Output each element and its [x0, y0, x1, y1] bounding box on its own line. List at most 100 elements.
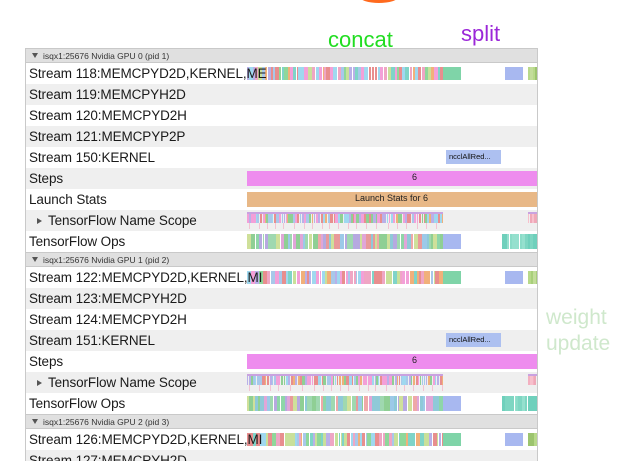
trace-event-block[interactable] [371, 271, 375, 284]
trace-event-block[interactable] [258, 67, 262, 80]
trace-event-block[interactable] [435, 214, 438, 223]
trace-event-block[interactable] [308, 271, 312, 284]
trace-event-block[interactable] [347, 271, 350, 284]
trace-event-block[interactable] [402, 376, 404, 385]
trace-event-block[interactable] [302, 376, 305, 385]
trace-event-block[interactable] [362, 376, 365, 385]
trace-event-block[interactable] [413, 271, 417, 284]
trace-event-block[interactable] [371, 433, 375, 446]
trace-event-block[interactable] [353, 433, 356, 446]
trace-event-block[interactable] [268, 234, 272, 249]
trace-event-block[interactable] [418, 271, 422, 284]
trace-event-block[interactable] [274, 271, 279, 284]
trace-event-block[interactable] [373, 214, 376, 223]
trace-event-block[interactable] [290, 376, 294, 385]
trace-event-block[interactable] [295, 214, 297, 223]
trace-event-block[interactable] [519, 234, 523, 249]
trace-event-block[interactable] [374, 271, 378, 284]
trace-event-block[interactable] [355, 271, 358, 284]
concat-event-block[interactable] [443, 67, 461, 80]
nccl-allreduce-event-block[interactable]: ncclAllRed... [446, 150, 501, 164]
timeline-track[interactable] [247, 429, 537, 450]
trace-event-block[interactable] [282, 271, 286, 284]
split-event-block[interactable] [505, 433, 523, 446]
trace-event-block[interactable] [398, 214, 400, 223]
trace-event-block[interactable] [259, 271, 263, 284]
trace-event-block[interactable] [308, 234, 313, 249]
trace-event-block[interactable] [276, 376, 279, 385]
trace-event-block[interactable] [275, 234, 281, 249]
trace-event-block[interactable] [425, 396, 430, 411]
trace-event-block[interactable] [296, 271, 301, 284]
timeline-track[interactable] [247, 84, 537, 105]
trace-event-block[interactable] [288, 433, 291, 446]
trace-event-block[interactable] [381, 376, 384, 385]
trace-event-block[interactable] [311, 271, 316, 284]
trace-event-block[interactable] [433, 214, 436, 223]
trace-event-block[interactable] [271, 376, 274, 385]
trace-event-block[interactable] [346, 396, 352, 411]
trace-event-block[interactable] [352, 67, 355, 80]
trace-event-block[interactable] [533, 433, 537, 446]
trace-event-block[interactable] [252, 396, 256, 411]
timeline-row[interactable]: TensorFlow Name Scope [26, 210, 537, 231]
trace-event-block[interactable] [352, 214, 354, 223]
trace-event-block[interactable] [353, 376, 356, 385]
trace-event-block[interactable] [317, 214, 321, 223]
trace-event-block[interactable] [520, 396, 522, 411]
trace-event-block[interactable] [273, 214, 277, 223]
trace-event-block[interactable] [255, 67, 259, 80]
trace-event-block[interactable] [403, 396, 408, 411]
trace-event-block[interactable] [530, 376, 533, 385]
timeline-track[interactable] [247, 267, 537, 288]
trace-event-block[interactable] [511, 396, 515, 411]
trace-event-block[interactable] [532, 67, 535, 80]
trace-event-block[interactable] [280, 433, 285, 446]
trace-event-block[interactable] [293, 214, 295, 223]
trace-event-block[interactable] [323, 214, 325, 223]
trace-event-block[interactable] [428, 67, 431, 80]
trace-event-block[interactable] [291, 433, 295, 446]
trace-event-block[interactable] [364, 376, 368, 385]
trace-event-block[interactable] [311, 214, 314, 223]
trace-event-block[interactable] [367, 376, 370, 385]
trace-event-block[interactable] [263, 271, 268, 284]
trace-event-block[interactable] [284, 433, 289, 446]
trace-event-block[interactable] [325, 214, 328, 223]
trace-event-block[interactable] [283, 214, 286, 223]
trace-event-block[interactable] [409, 214, 412, 223]
trace-event-block[interactable] [264, 214, 267, 223]
trace-event-block[interactable] [323, 376, 325, 385]
trace-event-block[interactable] [375, 234, 378, 249]
trace-event-block[interactable] [288, 214, 290, 223]
trace-event-block[interactable] [399, 396, 404, 411]
trace-event-block[interactable] [349, 214, 351, 223]
trace-event-block[interactable] [259, 433, 264, 446]
trace-event-block[interactable] [343, 433, 347, 446]
trace-event-block[interactable] [419, 396, 423, 411]
trace-event-block[interactable] [422, 396, 426, 411]
trace-event-block[interactable] [351, 376, 354, 385]
trace-event-block[interactable] [441, 214, 443, 223]
trace-event-block[interactable] [368, 396, 372, 411]
trace-event-block[interactable] [404, 376, 406, 385]
trace-event-block[interactable] [322, 433, 327, 446]
trace-event-block[interactable] [379, 234, 384, 249]
trace-event-block[interactable] [296, 234, 300, 249]
trace-event-block[interactable] [307, 396, 312, 411]
trace-event-block[interactable] [403, 433, 406, 446]
trace-event-block[interactable] [320, 396, 323, 411]
trace-event-block[interactable] [425, 376, 428, 385]
trace-event-block[interactable] [319, 271, 322, 284]
trace-event-block[interactable] [387, 396, 391, 411]
trace-event-block[interactable] [302, 271, 306, 284]
timeline-track[interactable] [247, 288, 537, 309]
concat-op-block[interactable] [443, 396, 461, 411]
trace-event-block[interactable] [307, 376, 310, 385]
trace-event-block[interactable] [413, 214, 417, 223]
trace-event-block[interactable] [438, 271, 441, 284]
trace-event-block[interactable] [413, 234, 418, 249]
trace-event-block[interactable] [321, 376, 324, 385]
trace-event-block[interactable] [439, 214, 442, 223]
trace-event-block[interactable] [247, 376, 249, 385]
